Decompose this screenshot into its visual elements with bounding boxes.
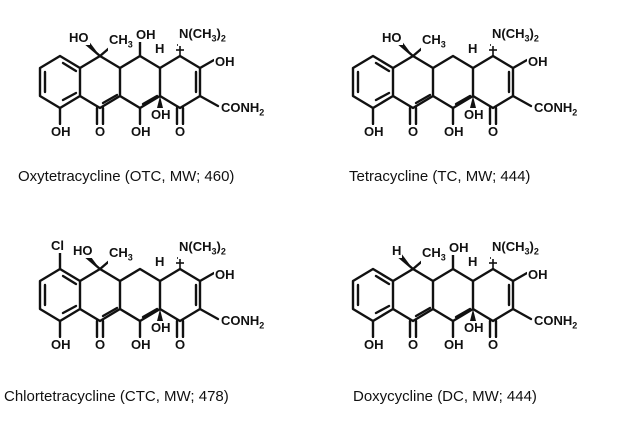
dimethylamino-group-label: N(CH3)2 — [491, 26, 540, 46]
carbonyl-oxygen-label: O — [407, 337, 420, 352]
hydroxyl-group-label: OH — [214, 54, 236, 69]
hydroxyl-group-label: HO — [68, 30, 90, 45]
carbonyl-oxygen-label: O — [487, 124, 500, 139]
chlortetracycline-panel: Cl HO CH3 H N(CH3)2 OH CONH2 OH O OH OH … — [0, 213, 313, 427]
carboxamide-group-label: CONH2 — [533, 313, 579, 333]
tetracycline-panel: HO CH3 H N(CH3)2 OH CONH2 OH O OH OH O T… — [313, 0, 626, 213]
doxycycline-panel: H CH3 OH H N(CH3)2 OH CONH2 OH O OH OH O… — [313, 213, 626, 427]
carbonyl-oxygen-label: O — [174, 337, 187, 352]
methyl-group-label: CH3 — [421, 245, 447, 265]
carboxamide-group-label: CONH2 — [533, 100, 579, 120]
hydroxyl-group-label: OH — [527, 267, 549, 282]
carbonyl-oxygen-label: O — [94, 337, 107, 352]
dimethylamino-group-label: N(CH3)2 — [178, 26, 227, 46]
carbonyl-oxygen-label: O — [94, 124, 107, 139]
hydroxyl-group-label: OH — [50, 124, 72, 139]
hydroxyl-group-label: OH — [527, 54, 549, 69]
tetracycline-structure — [351, 40, 533, 126]
chlortetracycline-structure — [38, 251, 220, 339]
hydroxyl-group-label: OH — [150, 107, 172, 122]
hydrogen-label: H — [154, 254, 166, 269]
hydrogen-label: H — [154, 41, 166, 56]
oxytetracycline-structure — [38, 40, 220, 126]
doxycycline-structure — [351, 253, 533, 339]
carbonyl-oxygen-label: O — [487, 337, 500, 352]
hydroxyl-group-label: OH — [135, 27, 157, 42]
hydroxyl-group-label: OH — [150, 320, 172, 335]
hydroxyl-group-label: OH — [443, 124, 465, 139]
compound-caption: Chlortetracycline (CTC, MW; 478) — [4, 388, 229, 405]
hydroxyl-group-label: OH — [214, 267, 236, 282]
hydroxyl-group-label: OH — [463, 320, 485, 335]
dimethylamino-group-label: N(CH3)2 — [178, 239, 227, 259]
hydroxyl-group-label: OH — [463, 107, 485, 122]
chlorine-label: Cl — [50, 238, 65, 253]
compound-caption: Tetracycline (TC, MW; 444) — [349, 168, 531, 185]
carboxamide-group-label: CONH2 — [220, 100, 266, 120]
hydroxyl-group-label: OH — [448, 240, 470, 255]
hydroxyl-group-label: HO — [72, 243, 94, 258]
compound-caption: Doxycycline (DC, MW; 444) — [353, 388, 537, 405]
hydrogen-label: H — [391, 243, 403, 258]
hydroxyl-group-label: OH — [363, 337, 385, 352]
methyl-group-label: CH3 — [108, 245, 134, 265]
carbonyl-oxygen-label: O — [174, 124, 187, 139]
hydroxyl-group-label: OH — [130, 124, 152, 139]
hydroxyl-group-label: OH — [50, 337, 72, 352]
hydroxyl-group-label: HO — [381, 30, 403, 45]
methyl-group-label: CH3 — [108, 32, 134, 52]
carboxamide-group-label: CONH2 — [220, 313, 266, 333]
oxytetracycline-panel: HO CH3 OH H N(CH3)2 OH CONH2 OH O OH OH … — [0, 0, 313, 213]
dimethylamino-group-label: N(CH3)2 — [491, 239, 540, 259]
carbonyl-oxygen-label: O — [407, 124, 420, 139]
methyl-group-label: CH3 — [421, 32, 447, 52]
hydroxyl-group-label: OH — [130, 337, 152, 352]
hydrogen-label: H — [467, 41, 479, 56]
hydroxyl-group-label: OH — [363, 124, 385, 139]
compound-caption: Oxytetracycline (OTC, MW; 460) — [18, 168, 235, 185]
hydrogen-label: H — [467, 254, 479, 269]
hydroxyl-group-label: OH — [443, 337, 465, 352]
